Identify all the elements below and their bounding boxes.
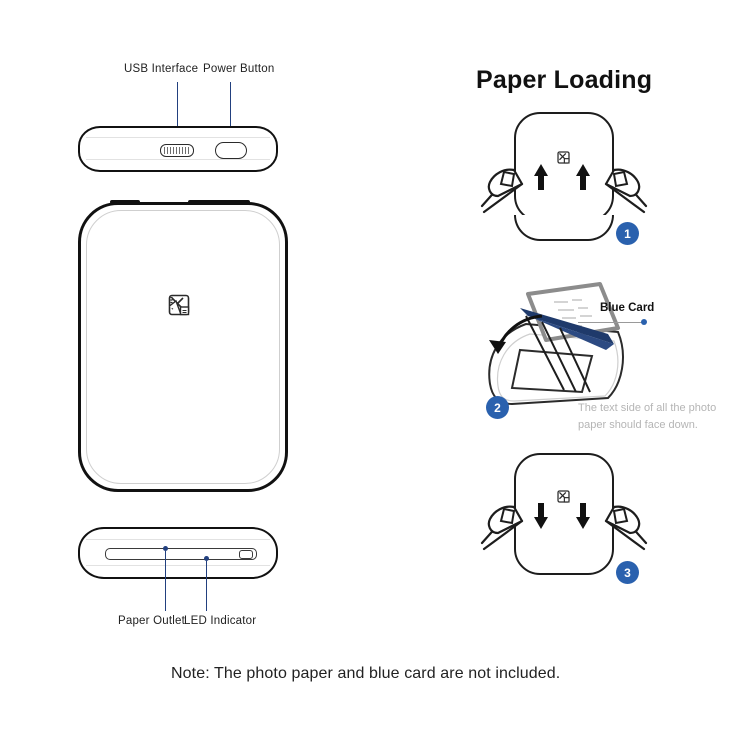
photo-printer-logo-icon — [556, 489, 571, 504]
paper-loading-step-2: 2 — [468, 272, 668, 422]
leader-line-usb — [177, 82, 179, 142]
device-bottom-edge-view — [78, 527, 278, 579]
power-button-icon[interactable] — [215, 142, 247, 159]
device-front-view — [78, 200, 288, 492]
step-badge-1: 1 — [616, 222, 639, 245]
label-blue-card: Blue Card — [600, 302, 655, 314]
hands-up-arrows-icon — [480, 164, 648, 214]
paper-loading-step-3: 3 — [470, 445, 660, 590]
photo-printer-logo-icon — [556, 150, 571, 165]
step-badge-2: 2 — [486, 396, 509, 419]
paper-loading-step-1: 1 — [470, 108, 660, 253]
label-usb-interface: USB Interface — [124, 63, 199, 75]
footer-note: Note: The photo paper and blue card are … — [171, 665, 561, 682]
leader-line-paper-outlet — [165, 551, 167, 611]
paper-loading-heading: Paper Loading — [476, 66, 653, 94]
step-badge-3: 3 — [616, 561, 639, 584]
paper-outlet-icon — [105, 548, 257, 560]
hands-down-arrows-icon — [480, 503, 648, 551]
photo-printer-logo-icon — [166, 292, 192, 318]
leader-line-blue-card — [578, 322, 642, 324]
usb-port-icon — [160, 144, 194, 157]
label-power-button: Power Button — [203, 63, 275, 75]
leader-line-power — [230, 82, 232, 138]
insert-paper-tray-icon — [488, 282, 624, 406]
device-top-edge-view — [78, 126, 278, 172]
paper-orientation-caption: The text side of all the photo paper sho… — [578, 402, 717, 431]
leader-dot-paper-outlet — [163, 546, 168, 551]
led-indicator-icon — [239, 550, 253, 559]
leader-dot-blue-card — [641, 319, 647, 325]
leader-line-led — [206, 561, 208, 611]
label-paper-outlet: Paper Outlet — [118, 615, 185, 627]
label-led-indicator: LED Indicator — [184, 615, 257, 627]
leader-dot-led — [204, 556, 209, 561]
